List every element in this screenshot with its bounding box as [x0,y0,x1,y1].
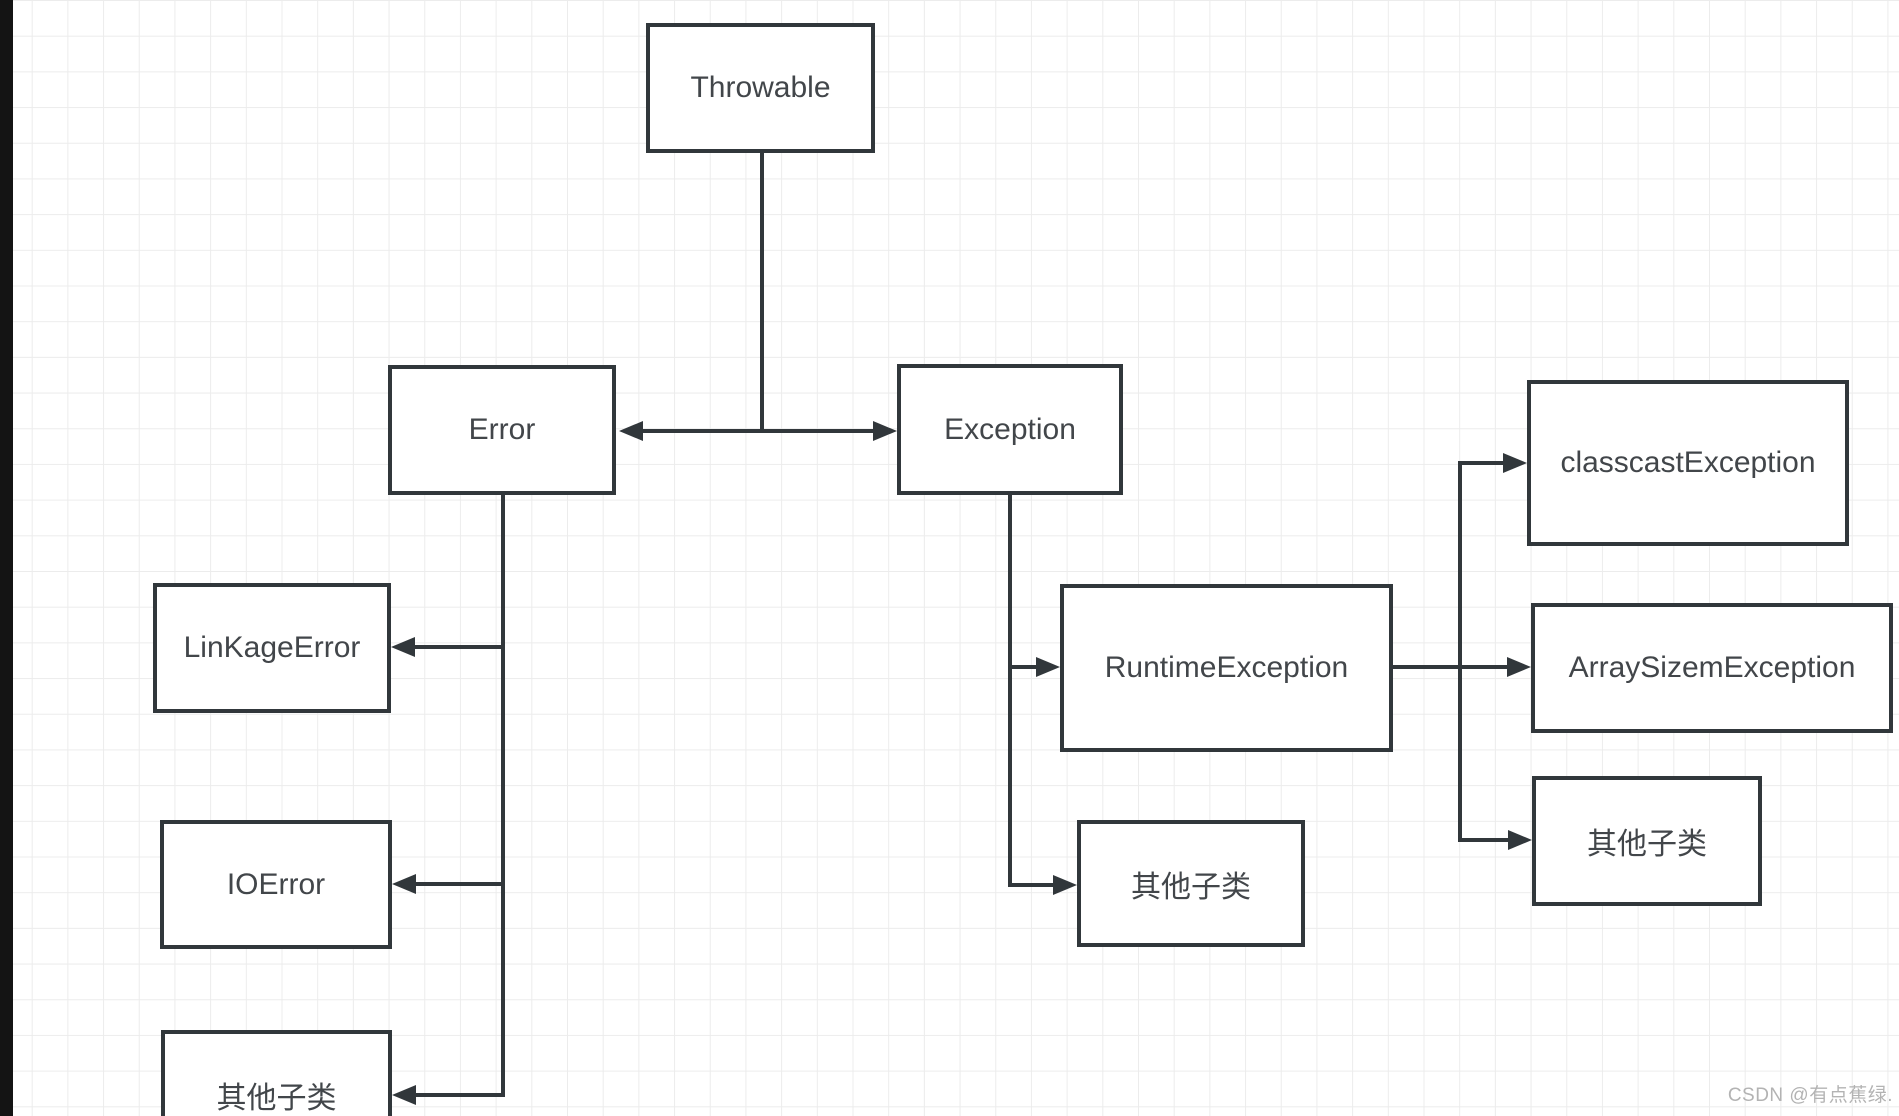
arrowhead-to-classcast-icon [1503,453,1527,473]
connector-throwable-stem [760,153,764,433]
node-runtime-other-subclasses: 其他子类 [1532,776,1762,906]
arrowhead-to-linkage-error-icon [391,637,415,657]
csdn-watermark: CSDN @有点蕉绿. [1727,1085,1893,1106]
node-arraysizem-exception: ArraySizemException [1531,603,1893,733]
arrowhead-to-exception-icon [873,421,897,441]
connector-to-runtime-exception [1010,665,1040,669]
node-io-error: IOError [160,820,392,949]
arrowhead-to-error-other-icon [392,1085,416,1105]
connector-to-exception-other [1010,883,1057,887]
connector-to-error-other [414,1093,505,1097]
node-exception-other-subclasses: 其他子类 [1077,820,1305,947]
arrowhead-to-runtime-exception-icon [1036,657,1060,677]
connector-to-linkage-error [413,645,505,649]
arrowhead-to-exception-other-icon [1053,875,1077,895]
arrowhead-to-runtime-other-icon [1508,830,1532,850]
connector-exception-stem [1008,495,1012,887]
connector-runtime-branch-stem [1458,461,1462,842]
connector-error-stem [501,495,505,1097]
arrowhead-to-io-error-icon [392,874,416,894]
node-error: Error [388,365,616,495]
arrowhead-to-error-icon [619,421,643,441]
node-classcast-exception: classcastException [1527,380,1849,546]
node-linkage-error: LinKageError [153,583,391,713]
connector-to-classcast [1460,461,1505,465]
left-edge-bar [0,0,13,1116]
connector-to-arraysizem [1462,665,1509,669]
node-runtime-exception: RuntimeException [1060,584,1393,752]
connector-error-exception [641,429,875,433]
node-exception: Exception [897,364,1123,495]
connector-to-runtime-other [1460,838,1510,842]
node-error-other-subclasses: 其他子类 [161,1030,392,1116]
node-throwable: Throwable [646,23,875,153]
arrowhead-to-arraysizem-icon [1507,657,1531,677]
connector-runtime-out [1393,665,1462,669]
connector-to-io-error [414,882,505,886]
